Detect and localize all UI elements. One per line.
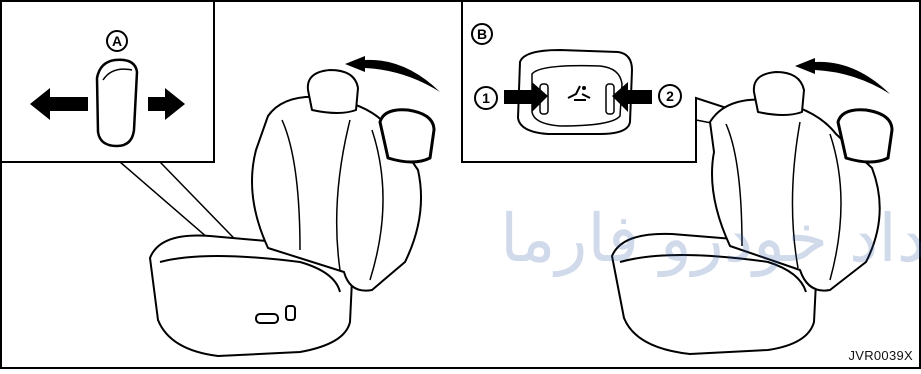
left-seat-slide-knob <box>286 306 295 320</box>
callout-1-label: 1 <box>482 90 490 106</box>
figure-id: JVR0039X <box>848 348 913 363</box>
recline-arrow-left-icon <box>345 56 440 92</box>
callout-a-badge: A <box>107 31 127 51</box>
seat-slide-knob <box>97 60 137 146</box>
callout-a-label: A <box>112 33 122 49</box>
callout-b-label: B <box>477 26 487 42</box>
arrow-left-icon <box>30 88 88 120</box>
callout-b-badge: B <box>472 24 492 44</box>
watermark: امداد خودرو فارما <box>500 200 921 277</box>
arrow-right-icon <box>148 88 185 120</box>
recline-arrow-right-icon <box>795 58 890 94</box>
callout-1-badge: 1 <box>475 87 497 109</box>
right-seat-headrest <box>754 72 804 115</box>
right-seat-rear-headrest <box>838 110 892 162</box>
left-seat-switch <box>256 314 278 323</box>
callout-2-badge: 2 <box>659 85 681 107</box>
left-seat-rear-headrest <box>380 110 434 162</box>
left-seat-headrest <box>308 70 358 113</box>
inset-a: A <box>1 1 214 162</box>
callout-2-label: 2 <box>666 88 674 104</box>
left-seat <box>150 70 434 356</box>
